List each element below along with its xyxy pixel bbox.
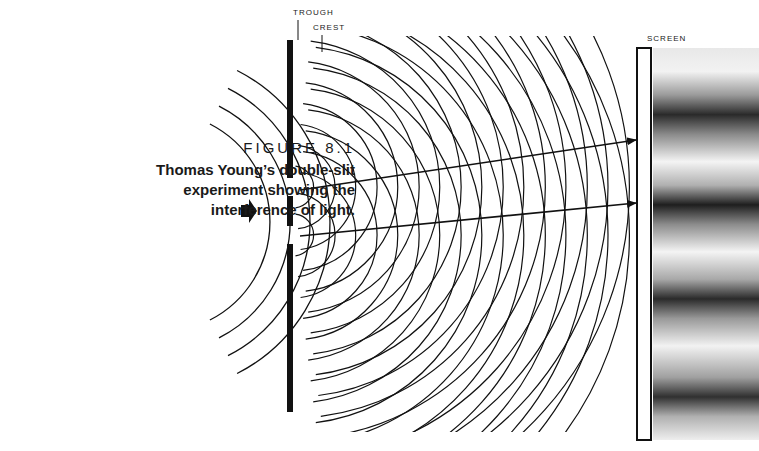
crest-label: CREST [312,23,346,32]
wave-arc [326,36,566,432]
wave-arc [311,89,440,381]
interference-fringes [653,48,759,440]
incident-wavefronts [210,71,330,374]
wave-arc [328,36,587,432]
wave-arc [228,88,310,355]
screen-label: SCREEN [646,34,687,43]
trough-label: TROUGH [292,8,335,17]
slit-barrier [287,40,293,412]
wave-arc [313,68,461,402]
wave-arc [318,36,503,432]
figure-caption: Thomas Young’s double-slit experiment sh… [123,160,355,220]
wave-arc [328,36,587,432]
wave-arc [331,36,608,432]
screen-plate [637,48,651,440]
diffracted-waves [296,36,630,432]
wave-arc [326,36,566,432]
wave-arc [321,36,524,416]
wave-arc [323,36,545,432]
wave-arc [321,36,524,432]
wave-arc [334,36,630,432]
wave-arc [323,36,545,432]
figure-number: FIGURE 8.1 [243,139,355,156]
